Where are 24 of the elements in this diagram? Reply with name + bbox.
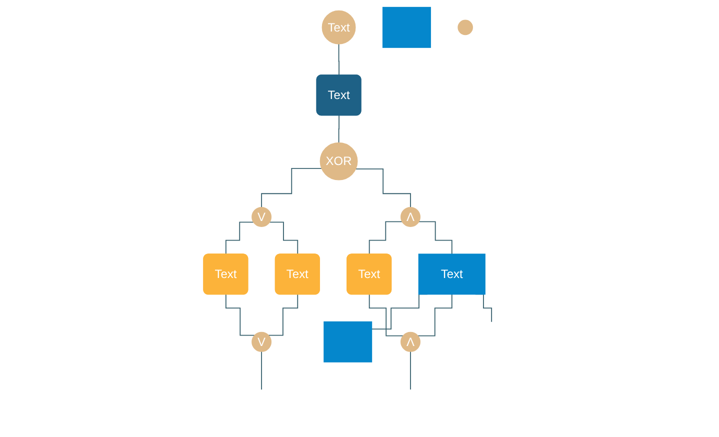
connector	[268, 294, 298, 336]
connector	[418, 221, 452, 255]
node-circle: Λ	[400, 206, 420, 227]
node-circle: Λ	[400, 332, 420, 352]
connector	[410, 350, 411, 390]
connector	[417, 294, 452, 336]
connector	[261, 168, 322, 208]
connector	[368, 221, 403, 256]
node-circle: XOR	[320, 142, 358, 180]
node-circle: Text	[322, 10, 356, 44]
connector	[355, 168, 411, 208]
connector	[338, 43, 340, 76]
connector	[368, 294, 404, 336]
node-circle	[458, 20, 473, 36]
connector	[338, 115, 340, 144]
connector	[269, 222, 298, 256]
connector	[225, 222, 254, 256]
node-circle: V	[252, 332, 272, 352]
node-box	[324, 321, 372, 362]
node-box: Text	[418, 254, 486, 295]
node-box	[382, 6, 431, 48]
connector	[261, 350, 262, 390]
node-circle: V	[252, 206, 272, 227]
connector	[225, 294, 256, 336]
